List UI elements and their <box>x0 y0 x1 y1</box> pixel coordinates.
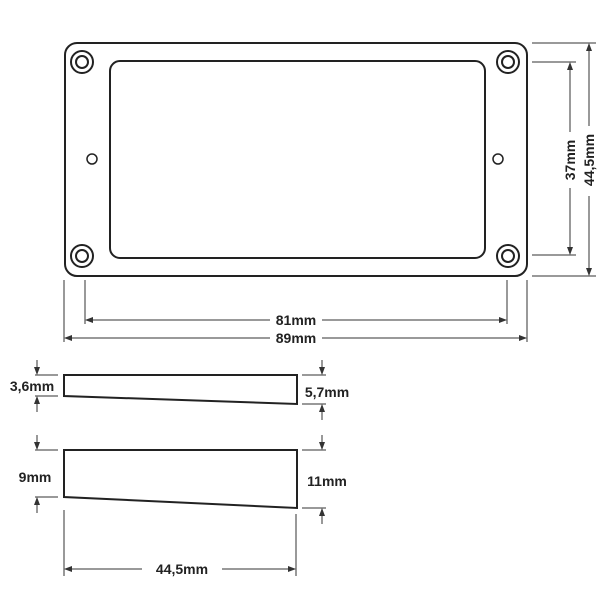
side-hole-right <box>492 153 504 165</box>
side-view-low: 3,6mm 5,7mm <box>10 360 349 420</box>
dim-37mm: 37mm <box>562 140 578 180</box>
dim-81mm: 81mm <box>276 312 316 328</box>
screw-hole-top-left <box>70 50 94 74</box>
side-view-high: 9mm 11mm 44,5mm <box>19 435 347 577</box>
dim-44-5mm-height: 44,5mm <box>581 134 597 186</box>
height-dimensions: 37mm 44,5mm <box>532 42 597 277</box>
dim-44-5mm-length: 44,5mm <box>156 561 208 577</box>
inner-opening <box>109 60 486 259</box>
dim-5-7mm: 5,7mm <box>305 384 349 400</box>
top-view <box>64 42 528 277</box>
dim-11mm: 11mm <box>307 473 347 489</box>
dim-89mm: 89mm <box>276 330 316 346</box>
width-dimensions: 81mm 89mm <box>63 280 528 346</box>
dim-9mm: 9mm <box>19 469 52 485</box>
screw-hole-bottom-left <box>70 244 94 268</box>
dim-3-6mm: 3,6mm <box>10 378 54 394</box>
side-hole-left <box>86 153 98 165</box>
screw-hole-bottom-right <box>496 244 520 268</box>
screw-hole-top-right <box>496 50 520 74</box>
